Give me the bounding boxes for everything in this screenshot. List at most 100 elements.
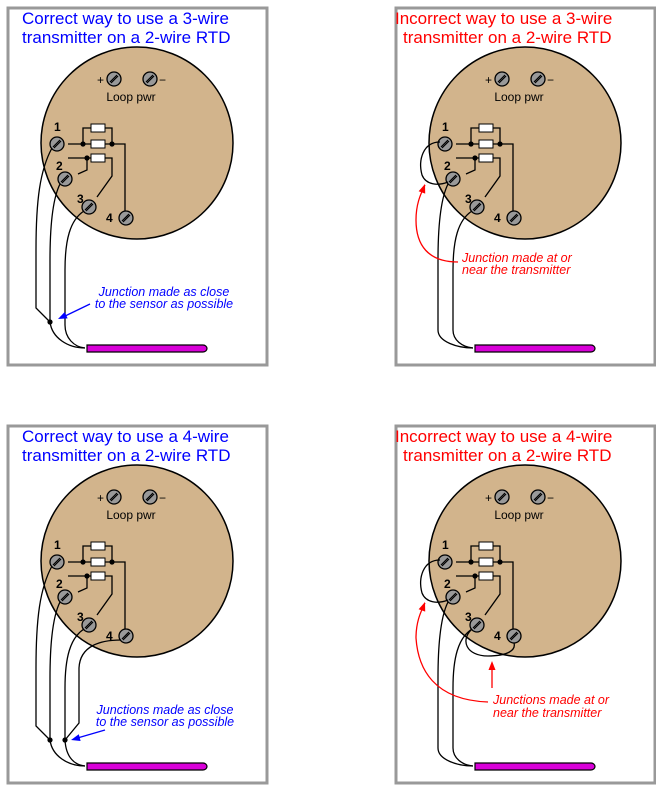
terminal-1 (437, 136, 453, 152)
screw-slot (52, 139, 61, 148)
terminal-4-label: 4 (106, 629, 113, 643)
screw-slot (61, 593, 70, 602)
screw-slot (498, 75, 507, 84)
resistor (478, 153, 494, 163)
screw-slot (473, 203, 482, 212)
terminal-4 (118, 628, 134, 644)
junction-dot (497, 141, 503, 147)
terminal-4 (506, 628, 522, 644)
minus-label: − (159, 491, 166, 505)
screw-slot (110, 493, 119, 502)
internal-wire (68, 157, 88, 175)
terminal-2 (57, 171, 73, 187)
lead-wire-2 (49, 183, 61, 322)
terminal-2 (57, 589, 73, 605)
screw-slot (534, 493, 543, 502)
transmitter-housing (428, 46, 622, 240)
screw-slot (121, 631, 130, 640)
annotation-line-2: to the sensor as possible (96, 715, 234, 729)
screw-slot (534, 75, 543, 84)
screw-slot (145, 74, 154, 83)
internal-wire (68, 575, 88, 593)
terminal-3-label: 3 (465, 192, 472, 206)
panel-title-line-2: transmitter on a 2-wire RTD (22, 446, 230, 465)
lead-wire-1 (35, 565, 53, 741)
plus-label: + (485, 491, 492, 505)
arrow-head (58, 312, 68, 319)
minus-label: − (159, 73, 166, 87)
lead-wire-4 (64, 639, 122, 741)
arrow-line (415, 602, 489, 703)
terminal-2-label: 2 (56, 159, 63, 173)
screw-slot (472, 620, 481, 629)
screw-head (437, 136, 453, 152)
arrow-head (418, 184, 426, 194)
screw-head (445, 589, 461, 605)
screw-slot (441, 558, 450, 567)
terminal-3-label: 3 (77, 192, 84, 206)
panel-title-line-1: Correct way to use a 4-wire (22, 427, 229, 446)
junction-dot (468, 559, 474, 565)
screw-slot (440, 139, 449, 148)
terminal-4 (506, 210, 522, 226)
rtd-probe (474, 762, 596, 771)
screw-slot (109, 74, 118, 83)
resistor (90, 541, 106, 551)
screw-slot (121, 213, 130, 222)
resistor (478, 139, 494, 149)
panel-title-line-2: transmitter on a 2-wire RTD (403, 446, 611, 465)
screw-head (437, 554, 453, 570)
screw-slot (498, 493, 507, 502)
resistor (478, 557, 494, 567)
terminal-4-label: 4 (494, 211, 501, 225)
lead-wire-3 (64, 628, 85, 740)
loop-pwr-label: Loop pwr (494, 508, 543, 522)
terminal-3-label: 3 (77, 610, 84, 624)
screw-head (118, 628, 134, 644)
screw-head (49, 554, 65, 570)
junction-dot (472, 155, 478, 161)
terminal-2 (445, 171, 461, 187)
terminal-1-label: 1 (442, 120, 449, 134)
screw-slot (449, 175, 458, 184)
screw-head (81, 199, 97, 215)
screw-slot (472, 202, 481, 211)
screw-slot (60, 592, 69, 601)
loop-minus-terminal (530, 489, 546, 505)
terminal-1-label: 1 (442, 538, 449, 552)
transmitter-housing (428, 464, 622, 658)
terminal-2-label: 2 (56, 577, 63, 591)
screw-slot (448, 592, 457, 601)
junction-dot (80, 559, 86, 565)
screw-slot (84, 620, 93, 629)
annotation-line-2: to the sensor as possible (95, 297, 233, 311)
screw-slot (146, 75, 155, 84)
screw-head (469, 199, 485, 215)
junction-dot (472, 573, 478, 579)
resistor (90, 557, 106, 567)
screw-slot (441, 140, 450, 149)
screw-slot (84, 202, 93, 211)
lead-wire-2 (49, 601, 61, 740)
loop-plus-terminal (494, 71, 510, 87)
minus-label: − (547, 491, 554, 505)
screw-slot (61, 175, 70, 184)
internal-wire (456, 575, 476, 593)
plus-label: + (97, 73, 104, 87)
loop-plus-terminal (494, 489, 510, 505)
resistor (90, 153, 106, 163)
junction-dot (497, 559, 503, 565)
loop-plus-terminal (106, 71, 122, 87)
screw-slot (510, 214, 519, 223)
screw-head (81, 617, 97, 633)
screw-slot (53, 558, 62, 567)
junction-dot (47, 319, 53, 325)
screw-head (530, 71, 546, 87)
terminal-3 (81, 617, 97, 633)
resistor (90, 571, 106, 581)
annotation-line-1: Junction made as close (98, 285, 230, 299)
terminal-1 (437, 554, 453, 570)
screw-slot (85, 203, 94, 212)
screw-slot (53, 140, 62, 149)
